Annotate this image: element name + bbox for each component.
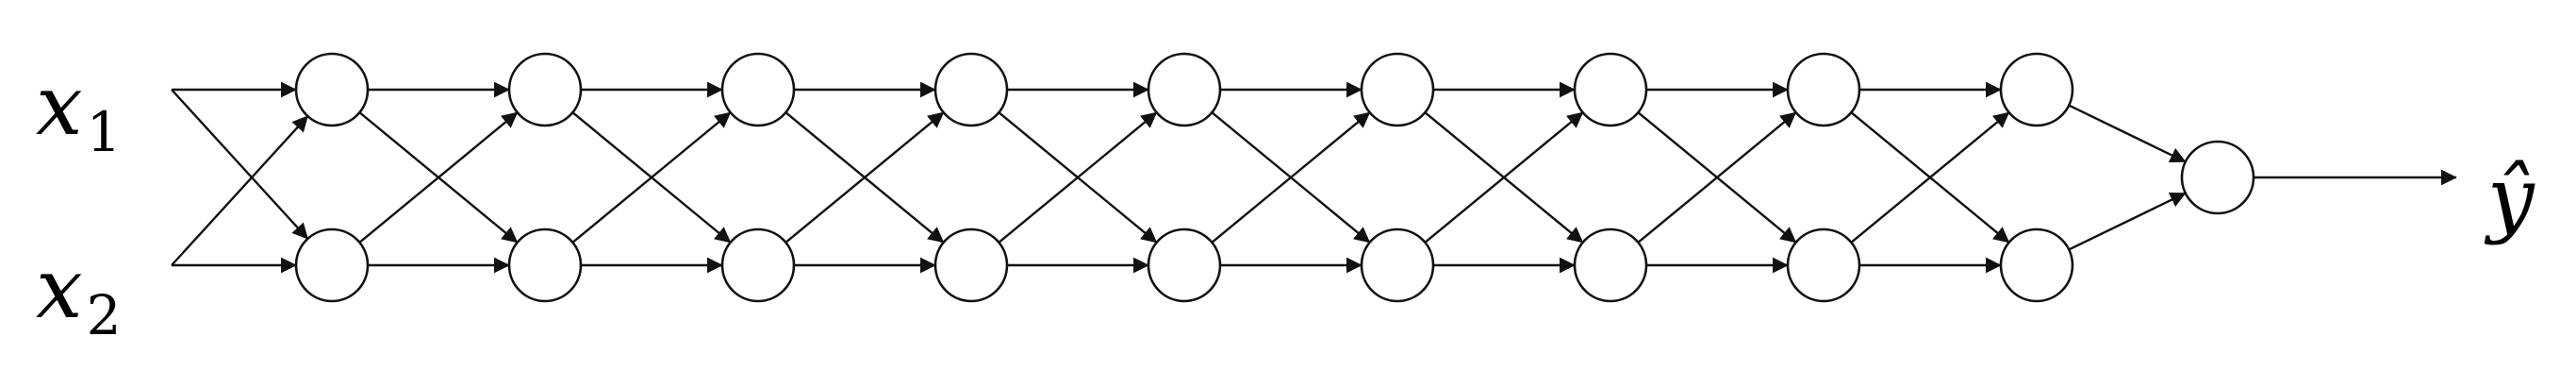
neuron-h7-1: [1573, 52, 1648, 127]
input-x1-subscript: 1: [87, 100, 122, 164]
neuron-h4-2: [933, 227, 1009, 303]
neuron-h4-1: [933, 52, 1009, 127]
edge-h7-2-to-h8-1: [1637, 111, 1797, 244]
neuron-h2-1: [507, 52, 583, 127]
neuron-h3-2: [720, 227, 796, 303]
neuron-h9-1: [1999, 52, 2074, 127]
neuron-layer: [294, 52, 2255, 303]
connection-layer: [171, 81, 2457, 274]
neuron-h6-2: [1360, 227, 1435, 303]
edge-input-2-to-h1-1: [171, 115, 309, 266]
edge-h8-2-to-h9-1: [1850, 111, 2010, 244]
neuron-h9-2: [1999, 227, 2074, 303]
edge-h1-2-to-h2-1: [358, 111, 519, 244]
neuron-h3-1: [720, 52, 796, 127]
edge-h2-2-to-h3-1: [571, 111, 732, 244]
input-label-x2: x2: [36, 240, 122, 347]
neuron-h6-1: [1360, 52, 1435, 127]
neuron-h7-2: [1573, 227, 1648, 303]
edge-h9-1-to-output: [2068, 104, 2187, 163]
neuron-h8-1: [1786, 52, 1861, 127]
neuron-h5-1: [1147, 52, 1222, 127]
edge-h3-2-to-h4-1: [784, 111, 945, 244]
neuron-h1-2: [294, 227, 370, 303]
input-x1-var: x: [36, 57, 83, 154]
edge-input-1-to-h1-2: [171, 89, 309, 240]
input-x2-var: x: [36, 240, 83, 337]
edge-h5-2-to-h6-1: [1211, 111, 1371, 244]
edge-h6-2-to-h7-1: [1424, 111, 1584, 244]
edge-h9-2-to-output: [2068, 192, 2187, 251]
neuron-h8-2: [1786, 227, 1861, 303]
neuron-h1-1: [294, 52, 370, 127]
input-label-x1: x1: [36, 57, 122, 164]
input-x2-subscript: 2: [87, 283, 122, 347]
output-neuron: [2180, 140, 2255, 215]
edge-h4-2-to-h5-1: [998, 111, 1158, 244]
output-label-yhat: ŷ: [2484, 149, 2535, 246]
neuron-h5-2: [1147, 227, 1222, 303]
neuron-h2-2: [507, 227, 583, 303]
